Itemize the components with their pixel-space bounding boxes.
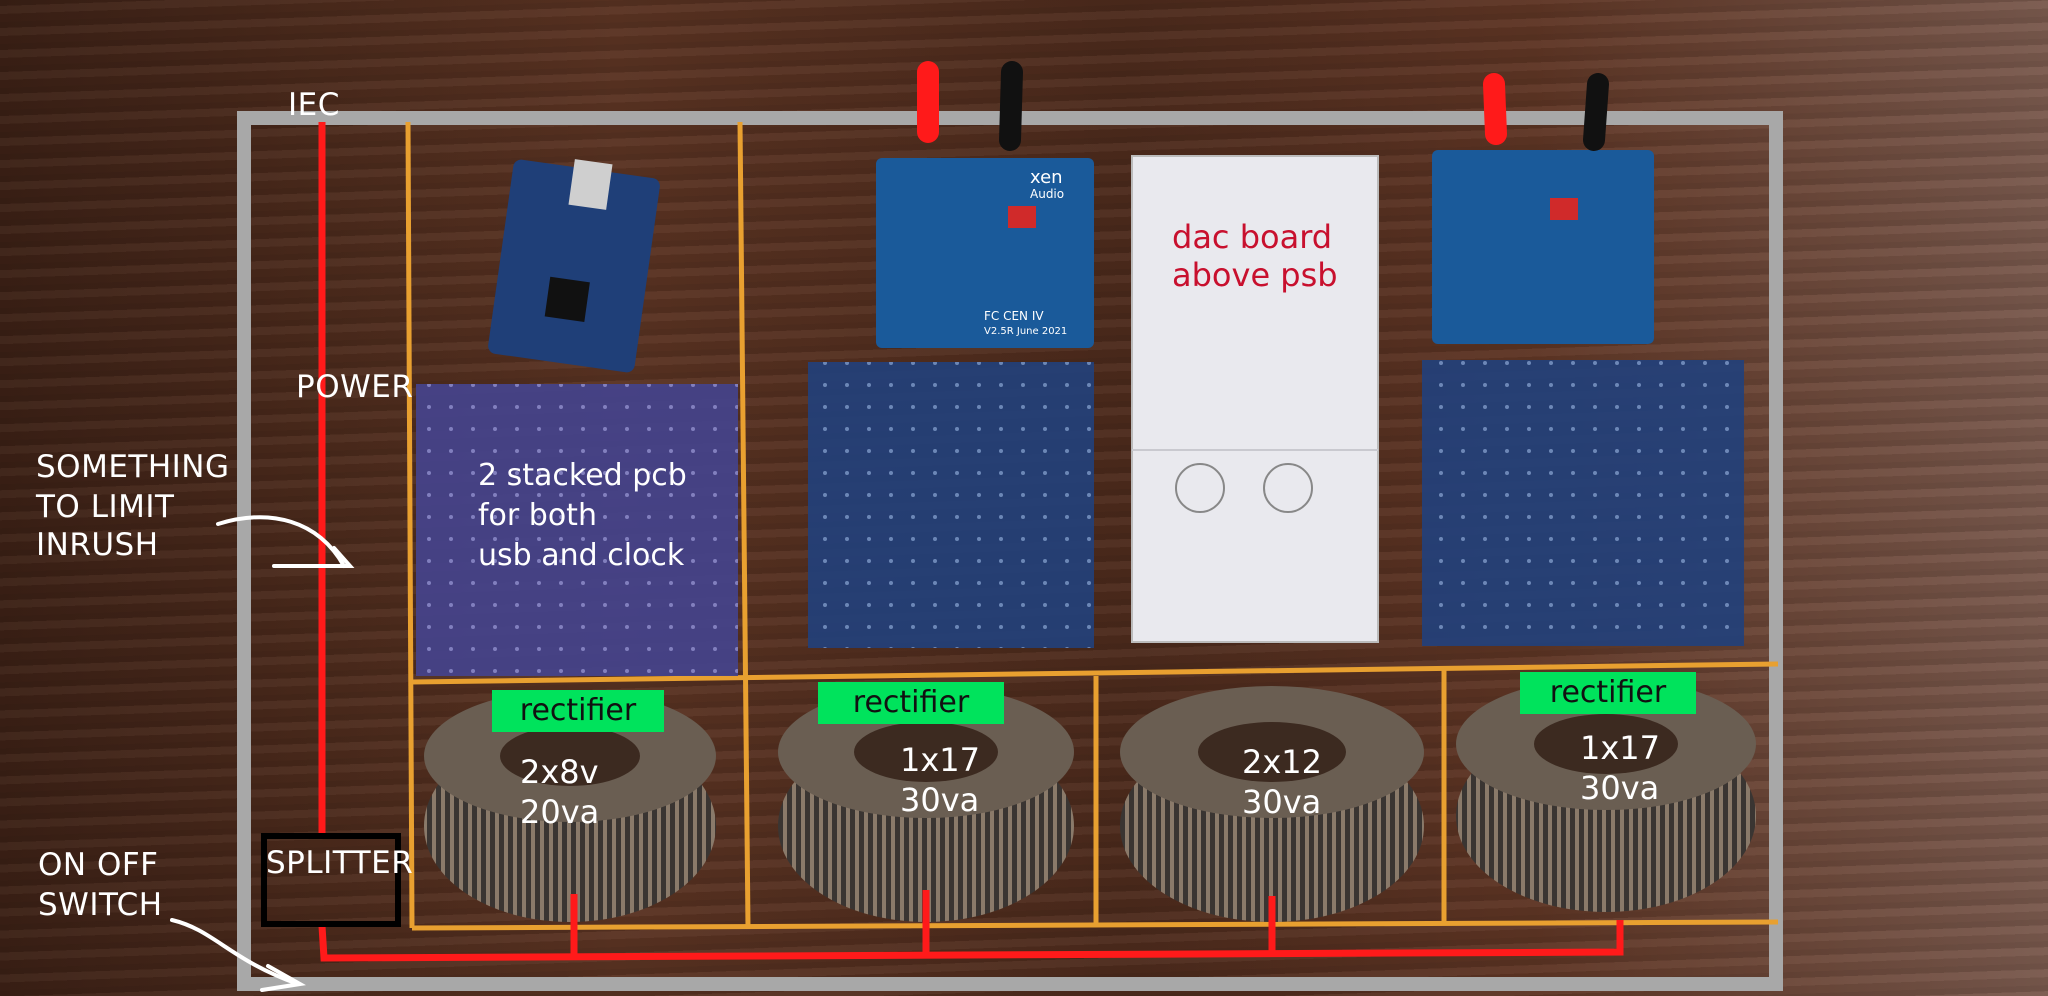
iec-label: IEC — [288, 87, 340, 123]
transformer-3-label-line1: 2x12 — [1242, 743, 1323, 781]
regulator-board-left — [876, 158, 1094, 348]
transformer-3 — [1120, 686, 1424, 922]
annotation-arrows — [170, 515, 355, 992]
switch-label-line1: ON OFF — [38, 847, 159, 883]
rectifier-badge-2: rectifier — [818, 682, 1004, 724]
dac-capacitor-right — [1263, 463, 1313, 513]
psu-pcb-middle — [808, 362, 1094, 648]
splitter-label: SPLITTER — [266, 845, 414, 881]
transformer-3-label-line2: 30va — [1242, 783, 1322, 821]
power-label: POWER — [296, 369, 414, 405]
dac-label-line1: dac board — [1172, 218, 1333, 256]
usb-clock-label-line3: usb and clock — [478, 538, 685, 573]
dac-label-line2: above psb — [1172, 256, 1338, 294]
regulator-version: V2.5R June 2021 — [984, 326, 1068, 337]
transformer-2-label-line2: 30va — [900, 781, 980, 819]
rectifier-badge-1: rectifier — [492, 690, 664, 732]
usb-clock-pcb — [416, 384, 738, 676]
inrush-label-line2: TO LIMIT — [36, 489, 175, 525]
regulator-brand: xen — [1030, 167, 1063, 188]
regulator-brand-sub: Audio — [1030, 187, 1065, 201]
dac-capacitor-left — [1175, 463, 1225, 513]
section-lines — [405, 121, 1779, 931]
transformer-1-label-line2: 20va — [520, 793, 600, 831]
transformer-4-label-line1: 1x17 — [1580, 729, 1661, 767]
rectifier-badge-4: rectifier — [1520, 672, 1696, 714]
regulator-board-right — [1432, 150, 1654, 344]
usb-interface-board — [488, 159, 660, 373]
transformer-1-label-line1: 2x8v — [520, 753, 599, 791]
switch-label-line2: SWITCH — [38, 887, 163, 923]
transformer-4-label-line2: 30va — [1580, 769, 1660, 807]
dac-board — [1131, 155, 1379, 643]
inrush-label-line3: INRUSH — [36, 527, 159, 563]
regulator-model: FC CEN IV — [984, 309, 1044, 323]
usb-clock-label-line1: 2 stacked pcb — [478, 458, 687, 493]
splitter-box — [261, 833, 401, 927]
power-wiring — [318, 122, 1624, 962]
output-posts — [917, 61, 1609, 151]
inrush-label-line1: SOMETHING — [36, 449, 230, 485]
transformer-2-label-line1: 1x17 — [900, 741, 981, 779]
psu-pcb-right — [1422, 360, 1744, 646]
usb-clock-label-line2: for both — [478, 498, 597, 533]
